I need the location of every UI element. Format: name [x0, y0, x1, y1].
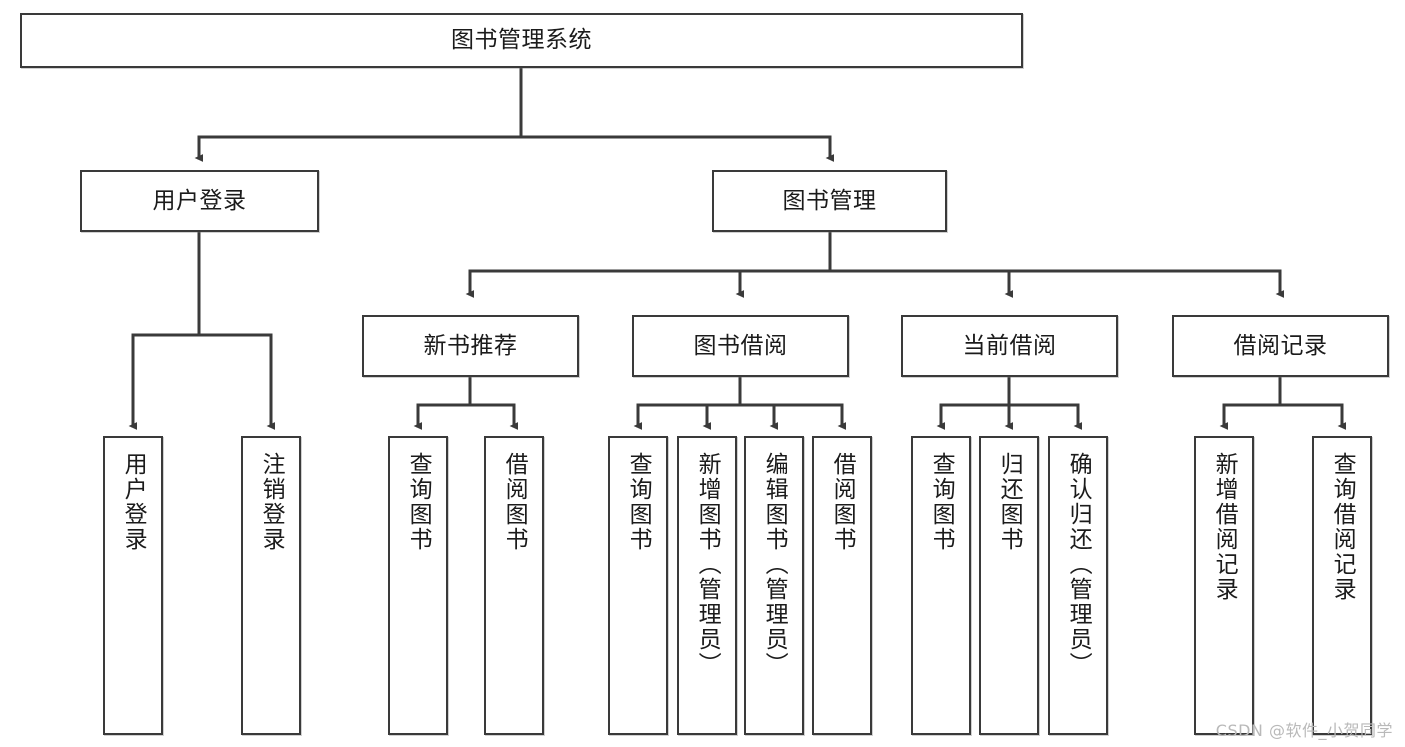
leaf-record-query-borrow-record[interactable]: 查询借阅记录: [1312, 436, 1372, 735]
node-label: 用户登录: [120, 452, 147, 552]
watermark-text: CSDN @软件_小贺同学: [1215, 721, 1393, 740]
leaf-current-query-book[interactable]: 查询图书: [911, 436, 971, 735]
leaf-borrow-edit-book-admin[interactable]: 编辑图书（管理员）: [744, 436, 804, 735]
node-new-book-recommendation[interactable]: 新书推荐: [362, 315, 579, 377]
leaf-current-return-book[interactable]: 归还图书: [979, 436, 1039, 735]
node-label: 图书借阅: [693, 332, 788, 359]
node-label: 查询图书: [625, 452, 652, 552]
node-label: 图书管理系统: [451, 27, 592, 54]
leaf-borrow-query-book[interactable]: 查询图书: [608, 436, 668, 735]
node-label: 借阅记录: [1233, 332, 1328, 359]
leaf-new-book-borrow-book[interactable]: 借阅图书: [484, 436, 544, 735]
node-label: 图书管理: [782, 187, 877, 214]
node-label: 查询图书: [928, 452, 955, 552]
node-book-management[interactable]: 图书管理: [712, 170, 947, 232]
node-label: 注销登录: [258, 452, 285, 552]
node-label: 借阅图书: [829, 452, 856, 552]
node-borrow-records[interactable]: 借阅记录: [1172, 315, 1389, 377]
node-label: 当前借阅: [962, 332, 1057, 359]
node-label: 查询借阅记录: [1329, 452, 1356, 602]
node-label: 编辑图书（管理员）: [761, 452, 788, 677]
node-current-borrowing[interactable]: 当前借阅: [901, 315, 1118, 377]
leaf-logout[interactable]: 注销登录: [241, 436, 301, 735]
leaf-record-add-borrow-record[interactable]: 新增借阅记录: [1194, 436, 1254, 735]
node-label: 查询图书: [405, 452, 432, 552]
leaf-borrow-add-book-admin[interactable]: 新增图书（管理员）: [677, 436, 737, 735]
node-label: 借阅图书: [501, 452, 528, 552]
node-label: 确认归还（管理员）: [1065, 452, 1092, 677]
node-root-book-management-system[interactable]: 图书管理系统: [20, 13, 1023, 68]
node-label: 用户登录: [152, 187, 247, 214]
node-label: 新增图书（管理员）: [694, 452, 721, 677]
leaf-current-confirm-return-admin[interactable]: 确认归还（管理员）: [1048, 436, 1108, 735]
node-label: 新增借阅记录: [1211, 452, 1238, 602]
leaf-user-login[interactable]: 用户登录: [103, 436, 163, 735]
node-label: 新书推荐: [423, 332, 518, 359]
leaf-borrow-borrow-book[interactable]: 借阅图书: [812, 436, 872, 735]
node-user-login[interactable]: 用户登录: [80, 170, 319, 232]
leaf-new-book-query-book[interactable]: 查询图书: [388, 436, 448, 735]
node-book-borrowing[interactable]: 图书借阅: [632, 315, 849, 377]
node-label: 归还图书: [996, 452, 1023, 552]
